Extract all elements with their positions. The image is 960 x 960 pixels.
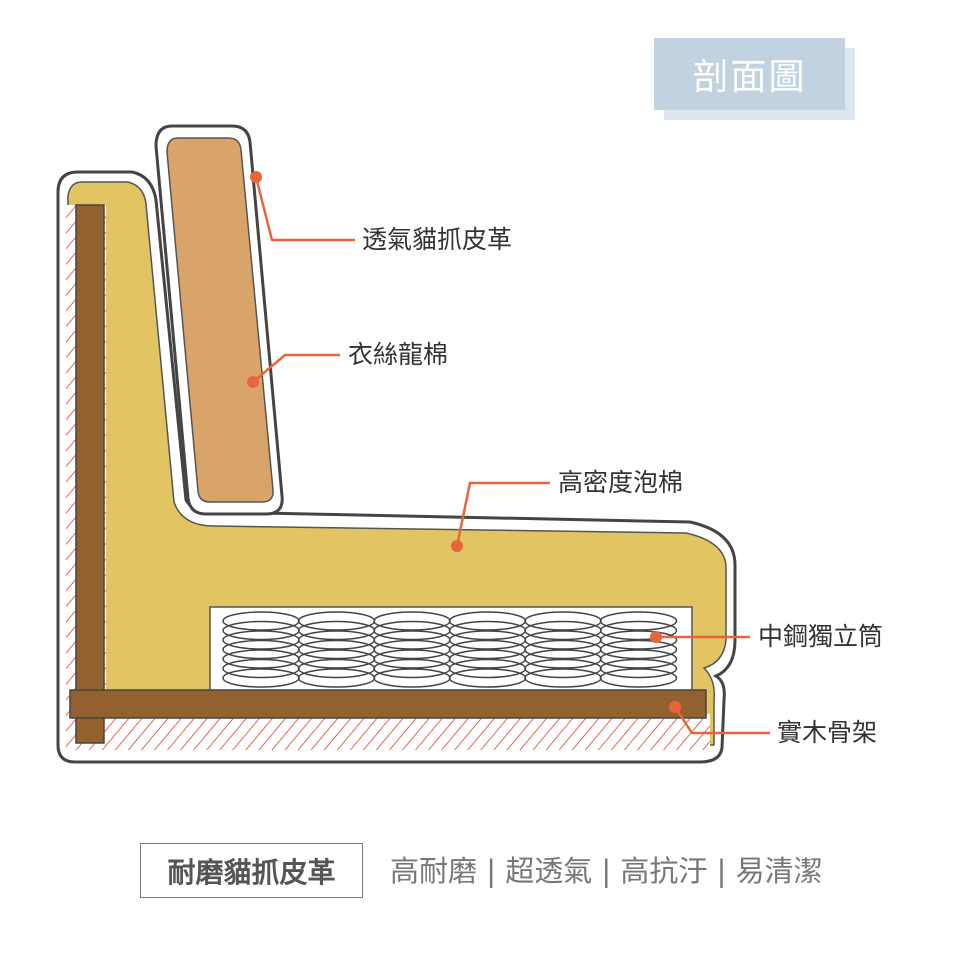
- spring-coil: [599, 630, 678, 650]
- leader-foam: [455, 481, 550, 547]
- fiber-fill-cushion: [166, 137, 274, 503]
- dot-leather: [250, 171, 262, 183]
- wood-frame-horizontal: [69, 689, 707, 719]
- leader-fiber: [252, 353, 340, 383]
- dot-frame: [669, 701, 681, 713]
- spring-coil: [599, 668, 678, 688]
- label-fiber: 衣絲龍棉: [348, 340, 449, 369]
- wood-frame-vertical: [75, 204, 105, 744]
- leader-leather: [254, 176, 355, 242]
- leader-frame: [673, 706, 770, 735]
- label-frame: 實木骨架: [777, 718, 878, 747]
- pocket-springs: [222, 611, 678, 688]
- spring-coil: [599, 639, 678, 660]
- label-springs: 中鋼獨立筒: [758, 622, 884, 651]
- spring-box: [209, 606, 693, 692]
- dot-foam: [451, 540, 463, 552]
- dot-fiber: [247, 376, 259, 388]
- label-foam: 高密度泡棉: [558, 468, 684, 497]
- spring-coil: [599, 620, 678, 641]
- label-leather: 透氣貓抓皮革: [362, 225, 513, 254]
- spring-coil: [599, 649, 678, 669]
- product-features: 高耐磨 | 超透氣 | 高抗汙 | 易清潔: [390, 854, 823, 888]
- spring-coil: [599, 611, 678, 631]
- spring-coil: [599, 658, 678, 679]
- product-name-box: 耐磨貓抓皮革: [140, 843, 363, 898]
- diagram-title: 剖面圖: [654, 38, 845, 110]
- dot-springs: [650, 631, 662, 643]
- hatch-bottom: [66, 714, 710, 750]
